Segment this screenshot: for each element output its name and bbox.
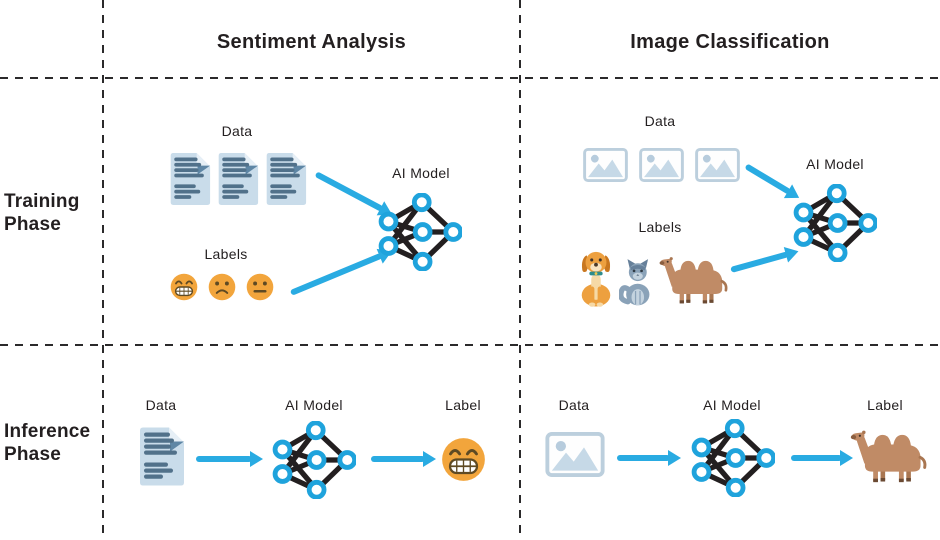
neural-network-icon — [691, 419, 775, 497]
text-document-icon — [216, 151, 259, 207]
grid-divider-horizontal-top — [0, 77, 940, 79]
text-document-icon — [137, 426, 185, 487]
column-header-sentiment-analysis: Sentiment Analysis — [216, 31, 407, 53]
is-model-label: AI Model — [285, 397, 343, 413]
ts-model-label: AI Model — [392, 165, 450, 181]
picture-icon — [639, 148, 684, 182]
ti-labels-label: Labels — [638, 219, 682, 235]
neural-network-icon — [378, 193, 462, 271]
ts-data-label: Data — [221, 123, 253, 139]
picture-icon — [545, 432, 605, 477]
camel-icon — [659, 252, 735, 307]
neural-network-icon — [272, 421, 356, 499]
picture-icon — [583, 148, 628, 182]
text-document-icon — [264, 151, 307, 207]
grid-divider-horizontal-mid — [0, 344, 940, 346]
row-label-training-phase: Training Phase — [4, 191, 80, 236]
dog-icon — [577, 248, 615, 308]
grinning-face-icon — [170, 273, 198, 301]
camel-icon — [849, 427, 936, 484]
frowning-face-icon — [208, 273, 236, 301]
arrow-icon — [791, 449, 853, 467]
column-header-image-classification: Image Classification — [630, 31, 830, 53]
ii-model-label: AI Model — [703, 397, 761, 413]
text-document-icon — [168, 151, 211, 207]
ti-data-label: Data — [644, 113, 676, 129]
row-label-inference-phase: Inference Phase — [4, 421, 91, 466]
neural-network-icon — [793, 184, 877, 262]
arrow-icon — [196, 450, 263, 468]
neutral-face-icon — [246, 273, 274, 301]
ii-data-label: Data — [558, 397, 590, 413]
ti-model-label: AI Model — [806, 156, 864, 172]
cat-icon — [619, 257, 653, 307]
is-data-label: Data — [145, 397, 177, 413]
arrow-icon — [617, 449, 681, 467]
grid-divider-vertical-left — [102, 0, 104, 540]
arrow-icon — [729, 243, 801, 279]
ii-label-label: Label — [867, 397, 903, 413]
arrow-icon — [371, 450, 436, 468]
ts-labels-label: Labels — [204, 246, 248, 262]
picture-icon — [695, 148, 740, 182]
grinning-face-icon — [441, 437, 486, 482]
grid-divider-vertical-right — [519, 0, 521, 540]
is-label-label: Label — [445, 397, 481, 413]
